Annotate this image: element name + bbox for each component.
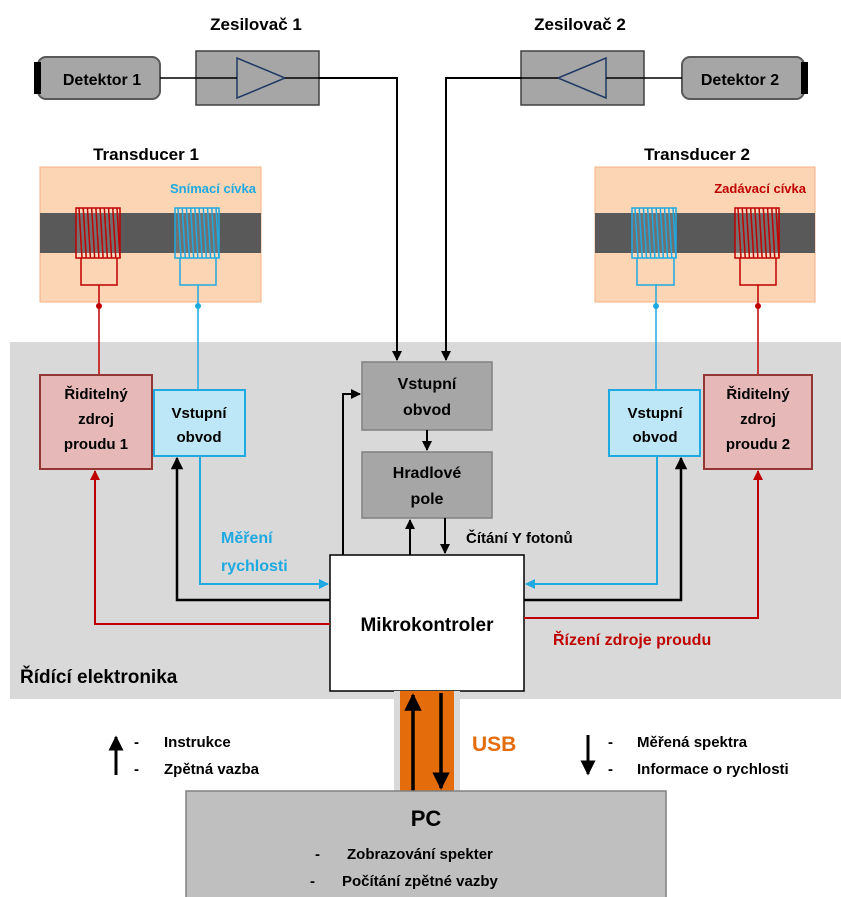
pc-item-2: Počítání zpětné vazby [342,873,499,890]
detector-1-label: Detektor 1 [63,72,141,89]
legend-up-item-1: Instrukce [164,734,231,751]
legend-down-item-2: Informace o rychlosti [637,761,789,778]
transducer-1: Snímací cívka [39,166,262,303]
amp1-signal-line [319,77,402,361]
central-input-circuit-line2: obvod [403,402,451,419]
photon-counting-label: Čítání Υ fotonů [466,529,573,547]
transducer-1-title: Transducer 1 [93,145,199,164]
input-circuit-right-line1: Vstupní [628,405,684,422]
microcontroller: Mikrokontroler [329,554,525,692]
detector-1: Detektor 1 [34,56,161,100]
central-input-circuit: Vstupní obvod [361,361,493,431]
transducer-1-drive-coil [75,207,121,259]
electronics-panel-label: Řídící elektronika [20,666,178,688]
amplifier-1-label: Zesilovač 1 [210,15,302,34]
gate-array-line2: pole [411,491,444,508]
legend-down: - Měřená spektra - Informace o rychlosti [580,734,789,778]
current-source-2-line2: zdroj [740,411,776,428]
svg-text:-: - [608,761,613,778]
pc-box: PC - Zobrazování spekter - Počítání zpět… [185,790,667,897]
pc-title: PC [411,806,442,831]
current-source-2-line1: Řiditelný [726,385,790,403]
transducer-2-core [595,213,815,253]
transducer-1-coil-label: Snímací cívka [170,181,257,196]
transducer-2-coil-label: Zadávací cívka [714,181,807,196]
transducer-1-core [40,213,261,253]
input-circuit-left: Vstupní obvod [153,389,246,457]
current-source-2: Řiditelný zdroj proudu 2 [703,374,813,470]
amplifier-2 [520,50,645,106]
svg-text:-: - [134,734,139,751]
microcontroller-label: Mikrokontroler [360,615,494,636]
legend-up-item-2: Zpětná vazba [164,761,260,778]
legend-down-item-1: Měřená spektra [637,734,748,751]
detector-2-label: Detektor 2 [701,72,779,89]
pc-item-1: Zobrazování spekter [347,846,493,863]
input-circuit-left-line1: Vstupní [172,405,228,422]
current-source-1-line2: zdroj [78,411,114,428]
usb-bus [394,691,460,791]
input-circuit-right-line2: obvod [633,429,678,446]
amplifier-1 [195,50,320,106]
current-control-label: Řízení zdroje proudu [553,630,711,649]
detector-2: Detektor 2 [681,56,808,100]
gate-array: Hradlové pole [361,451,493,519]
svg-text:-: - [134,761,139,778]
current-source-2-line3: proudu 2 [726,436,790,453]
legend-up: - Instrukce - Zpětná vazba [108,734,260,778]
current-source-1-line1: Řiditelný [64,385,128,403]
velocity-measure-label-1: Měření [221,530,273,547]
input-circuit-left-line2: obvod [177,429,222,446]
velocity-measure-label-2: rychlosti [221,558,288,575]
svg-text:-: - [315,846,320,863]
gate-array-line1: Hradlové [393,465,462,482]
amplifier-2-label: Zesilovač 2 [534,15,626,34]
transducer-2: Zadávací cívka [594,166,816,303]
svg-text:-: - [310,873,315,890]
transducer-2-title: Transducer 2 [644,145,750,164]
transducer-2-sense-coil [631,207,677,259]
usb-label: USB [472,733,516,756]
current-source-1-line3: proudu 1 [64,436,128,453]
transducer-1-sense-coil [174,207,220,259]
input-circuit-right: Vstupní obvod [608,389,701,457]
central-input-circuit-line1: Vstupní [398,376,457,393]
transducer-2-drive-coil [734,207,780,259]
svg-text:-: - [608,734,613,751]
amp2-signal-line [441,77,521,361]
current-source-1: Řiditelný zdroj proudu 1 [39,374,153,470]
